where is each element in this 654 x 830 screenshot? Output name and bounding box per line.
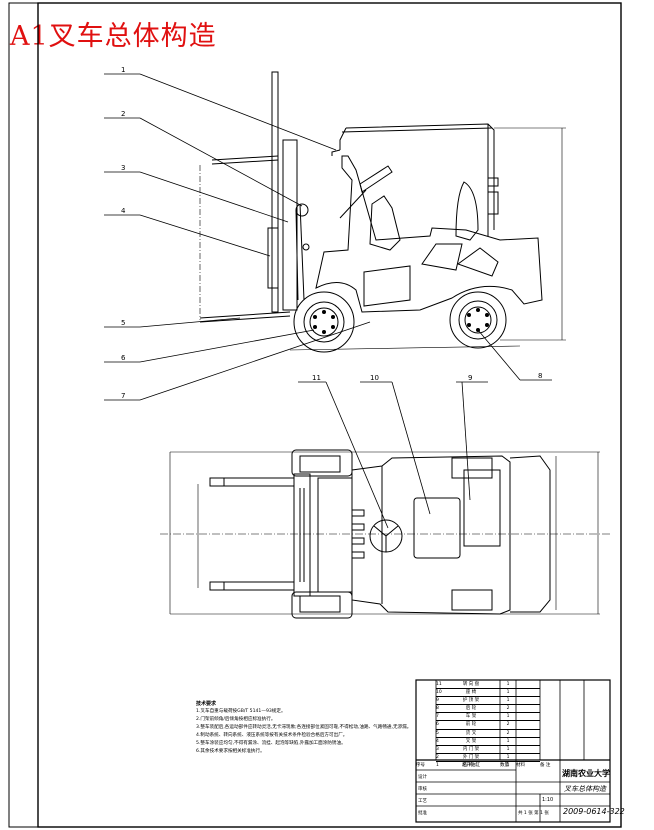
fork-carriage — [267, 227, 279, 289]
callout-10: 10 — [370, 374, 379, 382]
note-line: 6.其余技术要求按相关标准执行。 — [196, 749, 265, 754]
fork-top-left — [209, 477, 295, 487]
callout-5: 5 — [121, 319, 125, 327]
callout-6: 6 — [121, 354, 126, 362]
note-line: 4.制动系统、转向系统、液压系统等按有关技术条件检验合格后方可出厂。 — [196, 733, 348, 738]
fork-upper — [199, 311, 291, 319]
callout-9: 9 — [468, 374, 472, 382]
drawing-number: 2009-0614-322 — [563, 807, 625, 816]
callout-2: 2 — [121, 110, 125, 118]
callout-1: 1 — [121, 66, 125, 74]
rear-wheel — [449, 291, 507, 349]
inner-border — [37, 2, 622, 828]
wheel-bolts — [313, 308, 489, 334]
side-view — [199, 71, 566, 353]
note-line: 3.整车装配后,各运动部件应转动灵活,无卡滞现象;各连接部位紧固可靠,不得松动,… — [196, 725, 410, 730]
red-title: A1叉车总体构造 — [10, 21, 217, 52]
front-wheel — [293, 291, 355, 353]
drawing-name: 叉车总体构造 — [564, 785, 606, 793]
callout-numbers-side: 1 2 3 4 5 6 7 8 — [121, 66, 542, 400]
school-name: 湖南农业大学 — [562, 768, 610, 778]
fork-lower — [199, 315, 291, 323]
sign-labels: 设计 审核 工艺 批准 — [418, 775, 427, 816]
mast-top-bar — [211, 155, 279, 161]
callout-11: 11 — [312, 374, 321, 382]
callout-8: 8 — [538, 372, 542, 380]
notes-heading: 技术要求 — [196, 701, 217, 707]
leaders-side — [104, 73, 552, 401]
note-line: 2.门架前倾角/后倾角按相应标准执行。 — [196, 717, 276, 722]
truck-body — [315, 155, 543, 313]
scale-value: 1:10 — [542, 797, 554, 803]
note-line: 5.整车涂装应均匀,不得有漏涂、流挂、起泡等缺陷,外露加工面涂防锈油。 — [196, 741, 346, 746]
sheet-count: 共 1 张 第 1 张 — [518, 811, 549, 816]
outer-mast — [282, 139, 298, 311]
seat-top — [413, 497, 461, 559]
counterweight — [509, 455, 551, 613]
technical-notes: 技术要求 1.叉车自重与载荷按GB/T 5141—93规定。 2.门架前倾角/后… — [196, 700, 410, 756]
leaders-top — [298, 381, 488, 529]
inner-mast — [271, 71, 279, 313]
seat-side — [369, 195, 401, 251]
note-line: 1.叉车自重与载荷按GB/T 5141—93规定。 — [196, 709, 286, 714]
fork-top-right — [209, 581, 295, 591]
overhead-guard — [331, 123, 495, 236]
body-top — [351, 455, 511, 615]
steering-wheel-side — [359, 165, 393, 193]
callout-3: 3 — [121, 164, 125, 172]
callout-7: 7 — [121, 392, 125, 400]
callout-4: 4 — [121, 207, 126, 215]
title-block — [415, 679, 611, 823]
callout-numbers-top: 11 10 9 — [312, 374, 472, 382]
top-view — [160, 449, 610, 619]
parts-header: 序号 名 称 数量 材料 备 注 — [416, 763, 551, 768]
